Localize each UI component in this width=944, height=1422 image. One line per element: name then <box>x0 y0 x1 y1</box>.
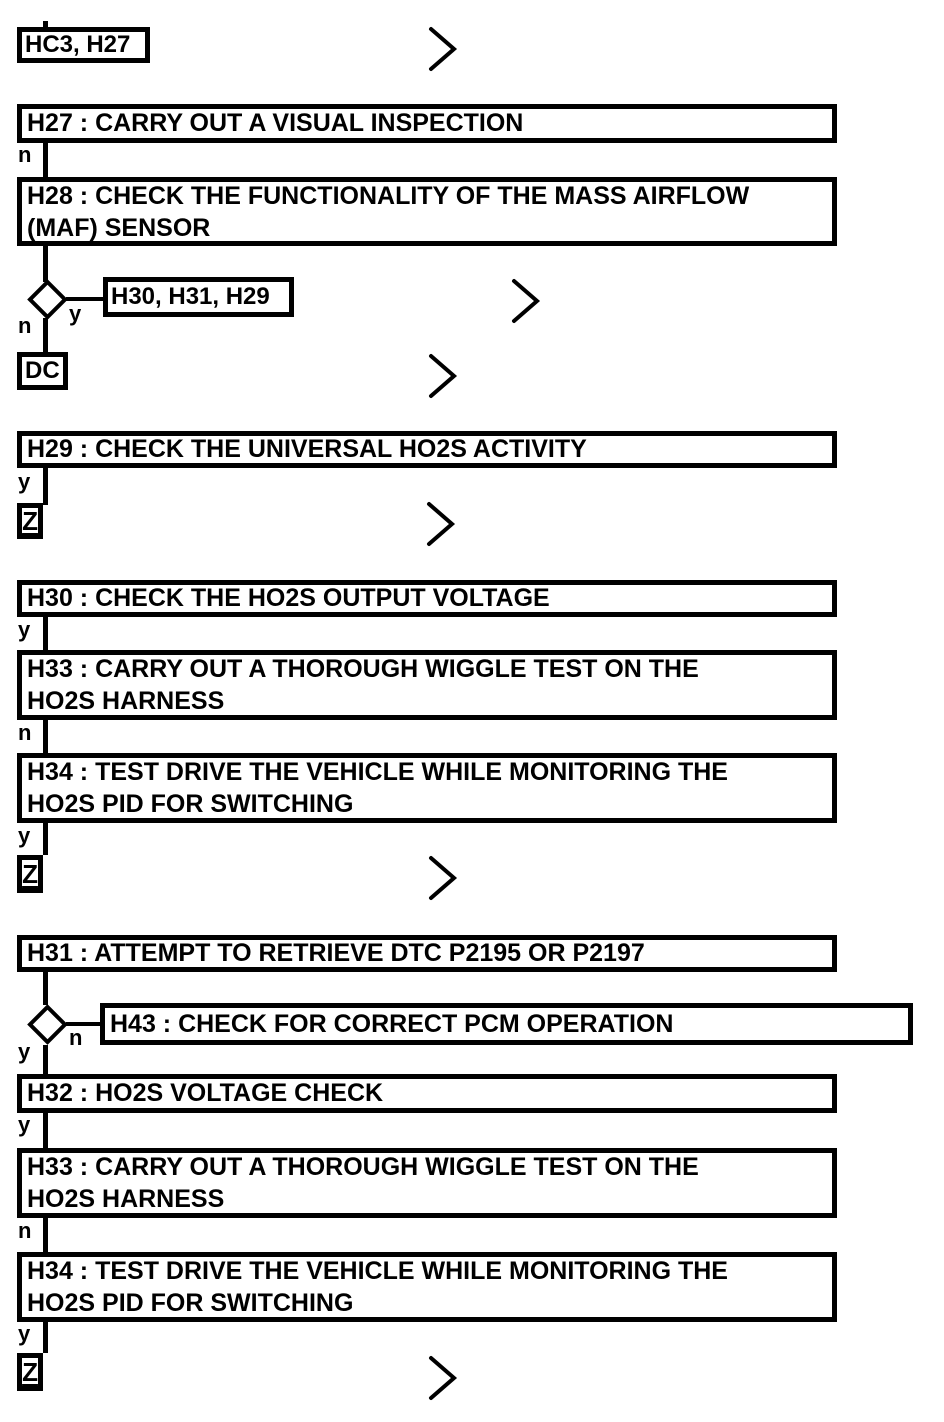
branch-label-no: n <box>18 142 32 167</box>
step-node-text: H29 : CHECK THE UNIVERSAL HO2S ACTIVITY <box>27 435 587 463</box>
ref-node-label: H30, H31, H29 <box>111 283 270 310</box>
ref-node-h30-h31-h29: H30, H31, H29 <box>103 277 294 317</box>
connector-line <box>43 823 48 855</box>
step-node-h43: H43 : CHECK FOR CORRECT PCM OPERATION <box>100 1003 913 1045</box>
step-node-h27: H27 : CARRY OUT A VISUAL INSPECTION <box>17 104 837 143</box>
step-node-text-line: HO2S PID FOR SWITCHING <box>27 1289 354 1317</box>
step-node-text-line: HO2S HARNESS <box>27 687 225 715</box>
connector-line <box>43 972 48 1005</box>
branch-label-no: n <box>18 313 32 338</box>
connector-line <box>43 143 48 177</box>
step-node-text: H27 : CARRY OUT A VISUAL INSPECTION <box>27 109 524 137</box>
step-node-text-line: HO2S PID FOR SWITCHING <box>27 790 354 818</box>
decision-diamond-icon <box>27 279 68 325</box>
step-node-text-line: (MAF) SENSOR <box>27 213 211 242</box>
branch-label-yes: y <box>18 1112 31 1137</box>
step-node-text: H32 : HO2S VOLTAGE CHECK <box>27 1079 384 1107</box>
step-node-h34: H34 : TEST DRIVE THE VEHICLE WHILE MONIT… <box>17 753 837 823</box>
decision-diamond-icon <box>27 1004 68 1050</box>
ref-node-label: HC3, H27 <box>25 31 131 58</box>
branch-label-yes: y <box>18 617 31 642</box>
chevron-right-icon <box>428 855 458 906</box>
ref-node-hc3-h27: HC3, H27 <box>17 27 150 63</box>
branch-label-no: n <box>18 720 32 745</box>
connector-line <box>43 246 48 282</box>
step-node-text-line: H33 : CARRY OUT A THOROUGH WIGGLE TEST O… <box>27 1153 699 1181</box>
chevron-right-icon <box>511 278 541 329</box>
ref-node-label: Z <box>22 505 38 536</box>
step-node-text-line: H34 : TEST DRIVE THE VEHICLE WHILE MONIT… <box>27 1257 728 1285</box>
step-node-h33: H33 : CARRY OUT A THOROUGH WIGGLE TEST O… <box>17 650 837 720</box>
ref-node-z: Z <box>17 1353 43 1391</box>
chevron-right-icon <box>426 501 456 552</box>
step-node-h34: H34 : TEST DRIVE THE VEHICLE WHILE MONIT… <box>17 1252 837 1322</box>
branch-label-yes: y <box>69 301 82 326</box>
step-node-text-line: H28 : CHECK THE FUNCTIONALITY OF THE MAS… <box>27 181 750 210</box>
step-node-h28: H28 : CHECK THE FUNCTIONALITY OF THE MAS… <box>17 177 837 246</box>
connector-line <box>43 1218 48 1252</box>
ref-node-label: Z <box>22 858 38 889</box>
connector-line <box>66 297 104 301</box>
connector-line <box>66 1022 100 1026</box>
step-node-h31: H31 : ATTEMPT TO RETRIEVE DTC P2195 OR P… <box>17 935 837 972</box>
chevron-right-icon <box>428 353 458 404</box>
chevron-right-icon <box>428 26 458 77</box>
connector-line <box>43 1113 48 1148</box>
branch-label-yes: y <box>18 1039 31 1064</box>
step-node-text: H43 : CHECK FOR CORRECT PCM OPERATION <box>110 1009 674 1038</box>
ref-node-label: Z <box>22 1356 38 1387</box>
connector-stub <box>43 21 48 28</box>
ref-node-z: Z <box>17 855 43 893</box>
step-node-h29: H29 : CHECK THE UNIVERSAL HO2S ACTIVITY <box>17 431 837 468</box>
ref-node-label: DC <box>25 357 60 384</box>
connector-line <box>43 1045 48 1074</box>
step-node-text-line: H33 : CARRY OUT A THOROUGH WIGGLE TEST O… <box>27 655 699 683</box>
step-node-text-line: H34 : TEST DRIVE THE VEHICLE WHILE MONIT… <box>27 758 728 786</box>
connector-line <box>43 617 48 650</box>
branch-label-no: n <box>18 1218 32 1243</box>
step-node-text-line: HO2S HARNESS <box>27 1185 225 1213</box>
connector-line <box>43 720 48 753</box>
connector-line <box>43 1322 48 1353</box>
branch-label-yes: y <box>18 1321 31 1346</box>
step-node-h30: H30 : CHECK THE HO2S OUTPUT VOLTAGE <box>17 580 837 617</box>
step-node-h32: H32 : HO2S VOLTAGE CHECK <box>17 1074 837 1113</box>
connector-line <box>43 318 48 352</box>
branch-label-no: n <box>69 1025 83 1050</box>
step-node-text: H30 : CHECK THE HO2S OUTPUT VOLTAGE <box>27 584 550 612</box>
branch-label-yes: y <box>18 469 31 494</box>
ref-node-z: Z <box>17 503 43 539</box>
step-node-h33: H33 : CARRY OUT A THOROUGH WIGGLE TEST O… <box>17 1148 837 1218</box>
ref-node-dc: DC <box>17 352 68 390</box>
branch-label-yes: y <box>18 823 31 848</box>
connector-line <box>43 468 48 505</box>
step-node-text: H31 : ATTEMPT TO RETRIEVE DTC P2195 OR P… <box>27 939 645 967</box>
chevron-right-icon <box>428 1355 458 1406</box>
